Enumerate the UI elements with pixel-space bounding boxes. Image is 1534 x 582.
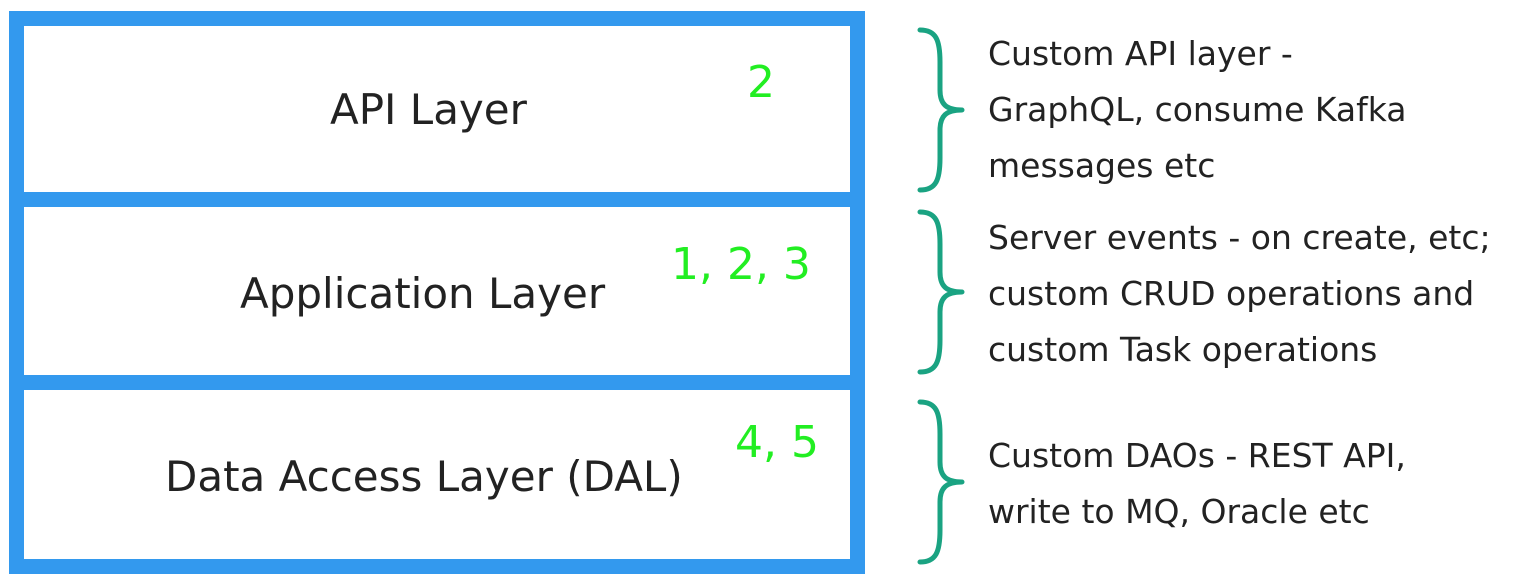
note-line: Custom DAOs - REST API, [988,436,1406,475]
note-line: custom Task operations [988,330,1378,369]
api-layer-box: API Layer 2 [9,11,865,207]
data-access-layer-numbers: 4, 5 [735,417,819,468]
application-layer-box: Application Layer 1, 2, 3 [9,192,865,390]
application-layer-title: Application Layer [240,269,606,318]
data-access-layer-box: Data Access Layer (DAL) 4, 5 [9,375,865,574]
note-line: custom CRUD operations and [988,274,1475,313]
note-line: Custom API layer - [988,34,1293,73]
api-layer-note: Custom API layer - GraphQL, consume Kafk… [988,26,1407,194]
api-layer-numbers: 2 [747,57,775,108]
note-line: GraphQL, consume Kafka [988,90,1407,129]
api-layer-brace-icon [917,27,965,193]
data-access-layer-note: Custom DAOs - REST API, write to MQ, Ora… [988,428,1406,540]
api-layer-title: API Layer [330,85,527,134]
note-line: write to MQ, Oracle etc [988,492,1370,531]
layer-stack: API Layer 2 Application Layer 1, 2, 3 Da… [9,11,865,574]
application-layer-brace-icon [917,209,965,375]
note-line: Server events - on create, etc; [988,218,1491,257]
application-layer-note: Server events - on create, etc; custom C… [988,210,1491,378]
note-line: messages etc [988,146,1216,185]
application-layer-numbers: 1, 2, 3 [671,239,811,290]
data-access-layer-title: Data Access Layer (DAL) [165,452,683,501]
data-access-layer-brace-icon [917,399,965,565]
